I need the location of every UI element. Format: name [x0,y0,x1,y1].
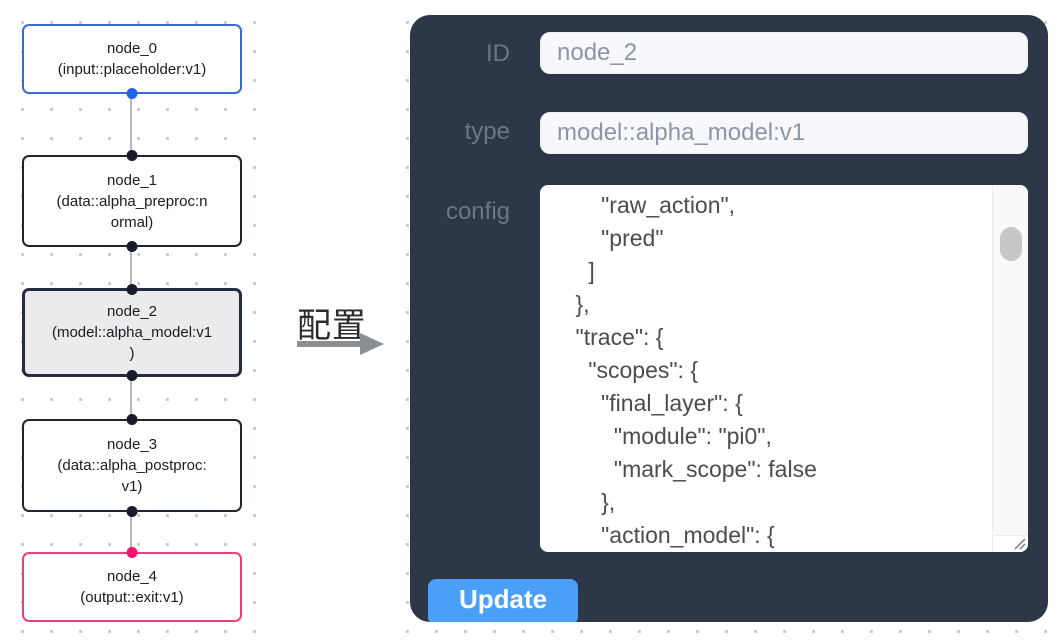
node-label: node_0 (input::placeholder:v1) [57,40,207,78]
edge-node2-node3 [130,377,132,419]
config-textarea[interactable]: "raw_action", "pred" ] }, "trace": { "sc… [540,185,1028,552]
flow-node-node_3[interactable]: node_3 (data::alpha_postproc: v1) [22,414,242,517]
id-field-label: ID [486,40,510,67]
type-input[interactable] [540,112,1028,154]
resize-corner [993,535,1028,552]
output-port-icon[interactable] [126,506,138,517]
id-input[interactable] [540,32,1028,74]
flow-canvas[interactable]: node_0 (input::placeholder:v1) node_1 (d… [0,0,282,643]
config-field-label: config [445,198,510,225]
output-port-icon[interactable] [126,241,138,252]
edge-node0-node1 [130,94,132,155]
edge-node1-node2 [130,247,132,288]
node-config-panel: ID type config "raw_action", "pred" ] },… [410,15,1048,622]
input-port-icon[interactable] [126,150,138,161]
right-arrow-icon [297,333,384,355]
flow-node-node_2-selected[interactable]: node_2 (model::alpha_model:v1 ) [22,284,242,381]
node-label: node_3 (data::alpha_postproc: v1) [57,436,207,495]
input-port-icon[interactable] [126,547,138,558]
flow-node-node_0[interactable]: node_0 (input::placeholder:v1) [22,24,242,99]
node-label: node_4 (output::exit:v1) [80,568,184,606]
update-button[interactable]: Update [428,579,578,622]
input-port-icon[interactable] [126,284,138,295]
edge-node3-node4 [130,512,132,552]
node-label: node_1 (data::alpha_preproc:n ormal) [56,171,208,231]
config-canvas: ID type config "raw_action", "pred" ] },… [385,0,1062,643]
flow-node-node_1[interactable]: node_1 (data::alpha_preproc:n ormal) [22,150,242,252]
type-field-label: type [464,118,510,145]
input-port-icon[interactable] [126,414,138,425]
scrollbar-thumb[interactable] [1000,227,1022,261]
configure-annotation-text: 配置 [297,307,367,345]
scrollbar-track[interactable] [992,185,1028,552]
flow-node-node_4[interactable]: node_4 (output::exit:v1) [22,547,242,622]
output-port-icon[interactable] [126,88,138,99]
config-json-text[interactable]: "raw_action", "pred" ] }, "trace": { "sc… [575,192,817,548]
output-port-icon[interactable] [126,370,138,381]
resize-grip-icon[interactable] [1011,535,1027,551]
node-label: node_2 (model::alpha_model:v1 ) [51,303,213,362]
